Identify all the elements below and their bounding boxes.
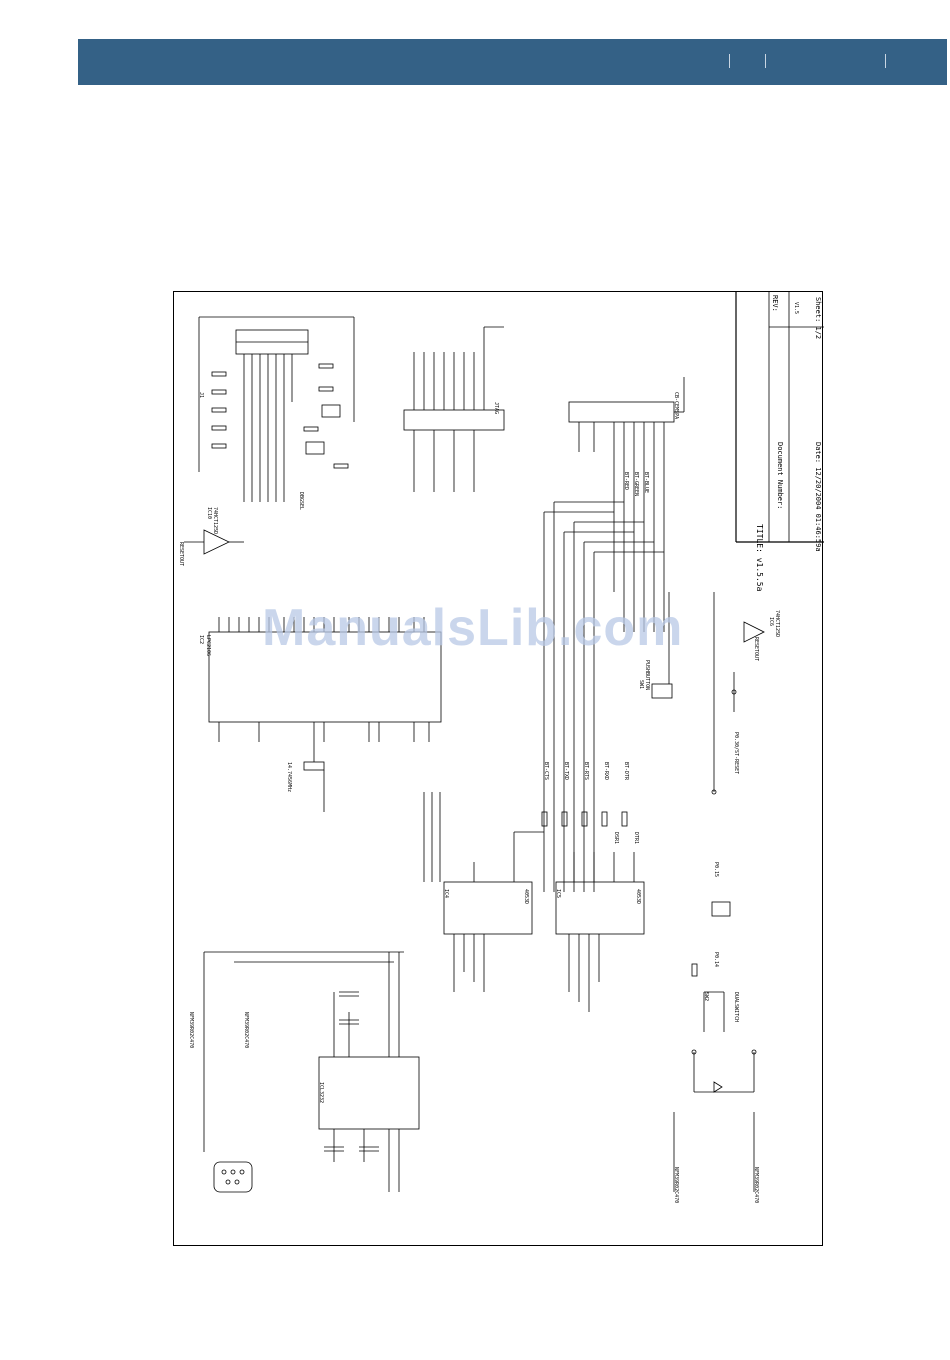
j7-ref: JTAG (493, 402, 499, 415)
ic4-ref: IC4 (443, 889, 449, 899)
ic5-mux (555, 881, 645, 935)
rev-value: V1.5 (793, 302, 799, 315)
ic3-capacitors (324, 991, 379, 1152)
reset-label: RESETOUT (178, 542, 184, 567)
ic2-part: LPC2106 (205, 635, 211, 657)
reset-resistor (691, 963, 698, 977)
bt-rts-label: BT-RTS (583, 762, 589, 781)
crystal-freq: 14.7456MHz (286, 762, 292, 793)
ic6-buffer (743, 621, 765, 643)
banner-divider (765, 54, 766, 68)
bt-green-label: BT-GREEN (633, 472, 639, 497)
header-banner (78, 39, 947, 85)
c11-part: NFM39R02C470 (753, 1167, 759, 1204)
sw1-pushbutton (651, 683, 673, 699)
c10-part: NFM39R02C470 (673, 1167, 679, 1204)
schematic-sheet: TITLE: v1.5.5a Document Number: Date: 12… (173, 291, 824, 1246)
j10-jumper (711, 901, 731, 917)
ic3-ref: ICL3232 (318, 1082, 324, 1104)
dsr-label: DSR1 (613, 832, 619, 845)
ic5-part: 4053D (635, 889, 641, 905)
ic2-ref: IC2 (198, 635, 204, 645)
j4-jumper (321, 404, 341, 418)
c4-part: NFM39R02C470 (188, 1012, 194, 1049)
j1-wires (198, 316, 355, 502)
schematic-title: TITLE: v1.5.5a (755, 524, 764, 592)
db9-connector (213, 1161, 253, 1193)
banner-divider (729, 54, 730, 68)
bt-dtr-label: BT-DTR (623, 762, 629, 781)
j3-jumper (305, 441, 325, 455)
schematic-drawing (184, 292, 824, 1193)
bt-cts-label: BT-CTS (543, 762, 549, 781)
ic6-part: 74HCT125D (774, 610, 780, 638)
j9-part: CB-CEMSPA (673, 392, 679, 420)
pullup-resistors (211, 363, 349, 469)
p014-label: P0.14 (713, 952, 719, 968)
document-number: Document Number: (776, 442, 784, 510)
ic4-part: 4053D (523, 889, 529, 905)
ic3-wires (203, 951, 404, 1192)
mux-wires (423, 792, 635, 1012)
dbgsel-label: DBGSEL (298, 492, 304, 511)
j9-wires (543, 377, 685, 892)
bt-txd-label: BT-TXD (563, 762, 569, 781)
bt-red-label: BT-RED (623, 472, 629, 491)
ic10-part: 74HCT125D (212, 507, 218, 535)
bt-resistors (541, 811, 628, 827)
j1-ref: J1 (198, 392, 204, 399)
rev-label: REV: (771, 295, 779, 312)
schematic-date: Date: 12/20/2004 01:46:59a (814, 442, 822, 552)
c2-part: NFM39R02C470 (243, 1012, 249, 1049)
ic2-body (208, 631, 442, 723)
dtr-label: DTR1 (633, 832, 639, 845)
sheet-number: Sheet: 1/2 (814, 297, 822, 340)
resetout-label: RESETOUT (753, 637, 759, 662)
ic2-pins (218, 617, 430, 742)
sw1-part: PUSHBUTTON (644, 660, 650, 691)
j7-connector (403, 409, 505, 431)
crystal (303, 761, 325, 771)
ic5-ref: IC5 (555, 889, 561, 899)
diode (713, 1081, 723, 1093)
j9-connector (568, 401, 675, 423)
p030-label: P0.30/ST-RESET (733, 732, 739, 775)
banner-divider (885, 54, 886, 68)
ic4-mux (443, 881, 533, 935)
p015-label: P0.15 (713, 862, 719, 878)
sw2-ref: SW2 (703, 992, 709, 1002)
bt-rxd-label: BT-RXD (603, 762, 609, 781)
ic3-rs232 (318, 1056, 420, 1130)
sw2-part: DUALSWITCH (733, 992, 739, 1023)
j7-wires (413, 326, 504, 492)
bt-blue-label: BT-BLUE (643, 472, 649, 494)
